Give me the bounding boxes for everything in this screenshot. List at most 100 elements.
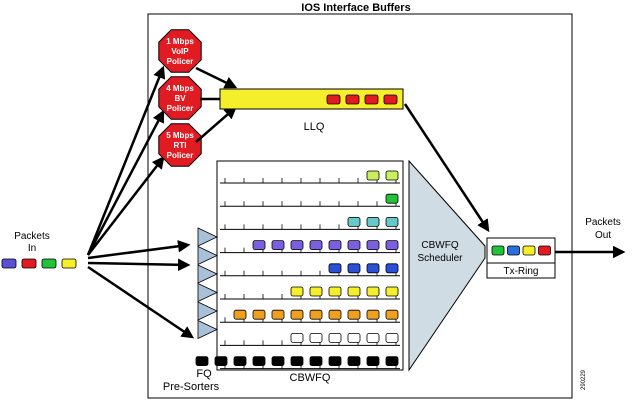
fq-pre-sorters — [197, 227, 218, 340]
packets-out-label-line2: Out — [595, 230, 611, 241]
cbwfq-packet — [366, 240, 380, 251]
cbwfq-queue — [220, 309, 400, 323]
tx-ring-packet — [491, 245, 505, 256]
cbwfq-packet — [252, 356, 266, 367]
cbwfq-queue — [195, 356, 400, 370]
cbwfq-packet — [309, 309, 323, 320]
llq-packet — [326, 94, 341, 105]
cbwfq-queues — [195, 170, 400, 370]
cbwfq-packet — [347, 309, 361, 320]
tx-ring-packets — [491, 245, 551, 256]
cbwfq-packet — [328, 356, 342, 367]
input-packet — [61, 258, 77, 269]
cbwfq-packet — [271, 240, 285, 251]
policer-label: 1 Mbps — [166, 37, 194, 46]
cbwfq-packet — [233, 309, 247, 320]
cbwfq-packet — [385, 286, 399, 297]
pre-sorter-triangle — [197, 264, 218, 284]
scheduler-label-line2: Scheduler — [417, 253, 463, 264]
cbwfq-packet — [271, 356, 285, 367]
cbwfq-packet — [366, 263, 380, 274]
llq-packets — [326, 94, 398, 105]
cbwfq-packet — [385, 216, 399, 227]
policer-label: BV — [174, 94, 186, 103]
cbwfq-packet — [347, 332, 361, 343]
cbwfq-packet — [385, 263, 399, 274]
cbwfq-packet — [309, 332, 323, 343]
llq-packet — [383, 94, 398, 105]
cbwfq-queue — [220, 240, 400, 254]
figure-id: 290229 — [581, 369, 587, 390]
cbwfq-queue — [220, 193, 400, 207]
cbwfq-packet — [328, 332, 342, 343]
cbwfq-packet — [328, 309, 342, 320]
policer-label: Policer — [167, 104, 194, 113]
cbwfq-packet — [366, 309, 380, 320]
cbwfq-packet — [328, 240, 342, 251]
pre-sorters-label-line2: Pre-Sorters — [163, 381, 220, 393]
cbwfq-packet — [385, 193, 399, 204]
cbwfq-queue — [220, 286, 400, 300]
cbwfq-scheduler-funnel — [408, 159, 486, 372]
pre-sorter-triangle — [197, 227, 218, 247]
pre-sorter-triangle — [197, 319, 218, 340]
packets-in-queue — [1, 258, 77, 269]
cbwfq-queue — [220, 170, 400, 184]
interface-buffer-frame — [147, 13, 573, 399]
cbwfq-packet — [328, 263, 342, 274]
cbwfq-packet — [214, 356, 228, 367]
cbwfq-packet — [366, 170, 380, 181]
scheduler-label-line1: CBWFQ — [421, 240, 458, 251]
cbwfq-packet — [290, 309, 304, 320]
policer-label: Policer — [167, 151, 194, 160]
cbwfq-packet — [271, 309, 285, 320]
policer-label: 5 Mbps — [166, 131, 194, 140]
pre-sorter-triangle — [197, 245, 218, 266]
diagram-title: IOS Interface Buffers — [301, 2, 410, 14]
llq-to-txring-arrow — [403, 103, 490, 233]
pre-sorter-triangle — [197, 301, 218, 321]
cbwfq-packet — [290, 356, 304, 367]
tx-ring-packet — [507, 245, 520, 256]
cbwfq-packet — [385, 309, 399, 320]
cbwfq-queue — [220, 332, 400, 346]
tx-ring-packet — [538, 245, 551, 256]
cbwfq-packet — [328, 286, 342, 297]
input-packet — [21, 258, 37, 269]
cbwfq-packet — [252, 309, 266, 320]
tx-ring-packet — [522, 245, 536, 256]
cbwfq-packet — [195, 356, 209, 367]
tx-ring-box — [486, 237, 556, 279]
packets-in-label-line1: Packets — [14, 231, 50, 242]
cbwfq-queue — [220, 263, 400, 277]
cbwfq-packet — [385, 332, 399, 343]
input-packet — [1, 258, 17, 269]
policer-label: VoIP — [171, 47, 189, 56]
cbwfq-packet — [347, 286, 361, 297]
policer-label: 4 Mbps — [166, 84, 194, 93]
policer-label: Policer — [167, 57, 194, 66]
input-arrows — [86, 65, 195, 339]
cbwfq-packet — [385, 240, 399, 251]
packets-in-label-line2: In — [28, 243, 36, 254]
cbwfq-packet — [347, 240, 361, 251]
cbwfq-packet — [290, 286, 304, 297]
cbwfq-packet — [366, 216, 380, 227]
cbwfq-packet — [252, 240, 266, 251]
packets-out-label-line1: Packets — [585, 217, 621, 228]
cbwfq-packet — [347, 263, 361, 274]
cbwfq-packet — [385, 170, 399, 181]
cbwfq-packet — [309, 286, 323, 297]
cbwfq-packet — [309, 356, 323, 367]
pre-sorter-triangle — [197, 282, 218, 303]
cbwfq-label: CBWFQ — [290, 372, 331, 384]
cbwfq-packet — [233, 356, 247, 367]
policer-octagon — [158, 123, 202, 167]
cbwfq-packet — [347, 356, 361, 367]
llq-label: LLQ — [304, 121, 325, 133]
